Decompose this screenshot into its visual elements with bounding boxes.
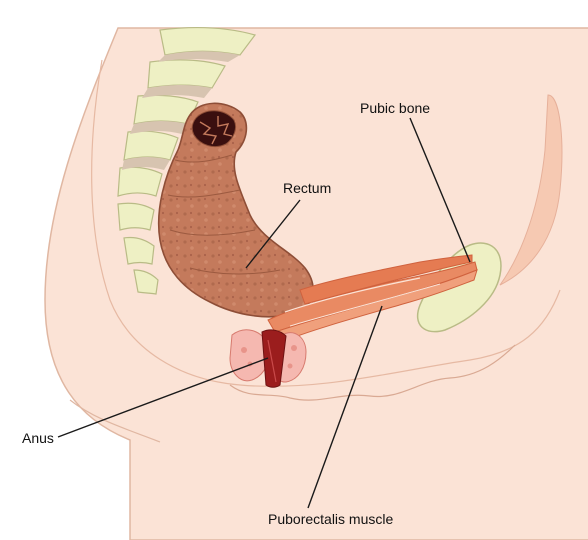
- pubic-bone-label: Pubic bone: [360, 100, 431, 116]
- body-silhouette: [44, 27, 588, 540]
- rectum-opening-folds: [199, 116, 233, 145]
- puborectalis-leader: [307, 305, 383, 509]
- puborectalis-muscle-label: Puborectalis muscle: [268, 511, 394, 527]
- anus-leader: [57, 357, 269, 438]
- pelvic-cavity-outline: [91, 59, 561, 387]
- rectum-fold-lines: [167, 154, 281, 275]
- puborectalis-muscle-shape: [267, 254, 478, 343]
- perineum-skin-line: [229, 344, 516, 401]
- spine-sacrum: [117, 26, 257, 295]
- buttock-crease: [69, 399, 161, 443]
- rectum-leader: [245, 199, 301, 269]
- abdominal-wall: [499, 94, 563, 286]
- rectum-opening: [191, 110, 237, 148]
- pubic-bone-leader: [409, 117, 471, 263]
- rectum-label: Rectum: [283, 180, 332, 196]
- anus-label: Anus: [22, 430, 54, 446]
